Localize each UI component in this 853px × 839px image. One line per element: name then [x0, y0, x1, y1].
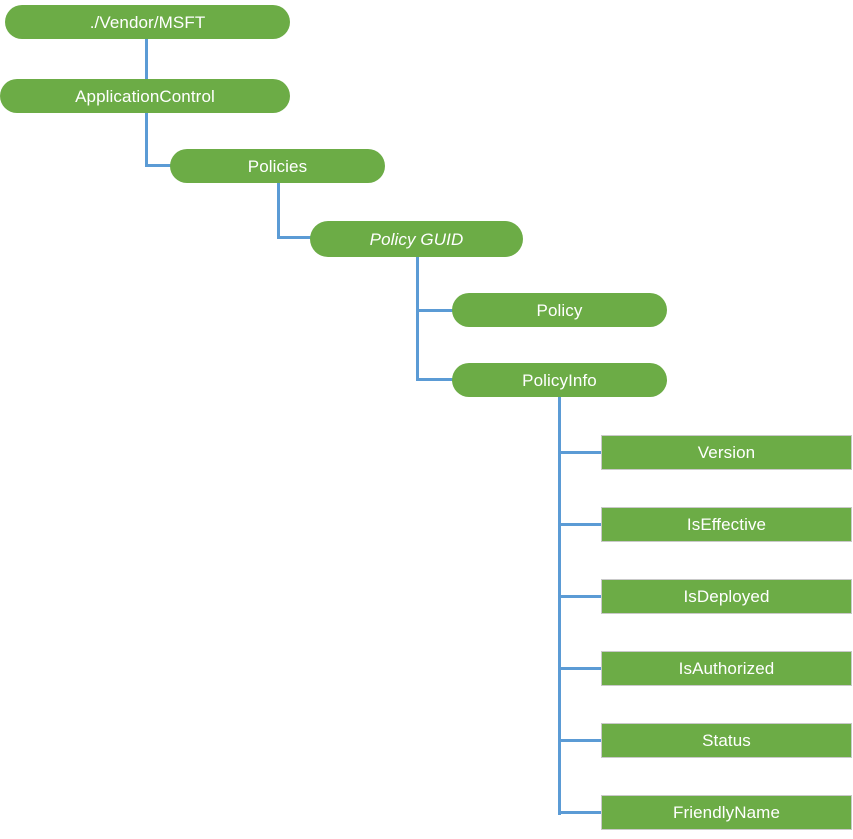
tree-node-friendly-name: FriendlyName	[601, 795, 852, 830]
connector-seg-policyinfo-to-isdeployed	[558, 595, 604, 598]
connector-seg-policyinfo-to-iseffective	[558, 523, 604, 526]
tree-node-label: Policy	[536, 300, 583, 320]
tree-node-policy: Policy	[452, 293, 667, 327]
connector-seg-policyinfo-to-friendlyname	[558, 811, 604, 814]
tree-node-version: Version	[601, 435, 852, 470]
tree-node-label: ApplicationControl	[75, 86, 215, 106]
tree-node-label: Policy GUID	[369, 229, 464, 249]
tree-node-policies: Policies	[170, 149, 385, 183]
connector-seg-vendor-to-appcontrol	[145, 39, 148, 80]
tree-node-label: IsEffective	[686, 515, 767, 534]
tree-node-application-control: ApplicationControl	[0, 79, 290, 113]
tree-node-label: ./Vendor/MSFT	[89, 12, 206, 32]
tree-node-label: IsAuthorized	[678, 659, 775, 678]
connector-seg-appcontrol-to-policies	[145, 164, 173, 167]
connector-seg-policyinfo-to-isauthorized	[558, 667, 604, 670]
connector-seg-policyinfo-to-version	[558, 451, 604, 454]
connector-seg-guid-to-policy	[416, 309, 455, 312]
connector-seg-policyinfo-trunk	[558, 397, 561, 815]
connector-seg-guid-trunk	[416, 257, 419, 381]
tree-node-vendor-msft: ./Vendor/MSFT	[5, 5, 290, 39]
tree-node-is-effective: IsEffective	[601, 507, 852, 542]
connector-seg-policies-trunk	[277, 183, 280, 238]
connector-seg-policies-to-guid	[277, 236, 313, 239]
tree-node-is-deployed: IsDeployed	[601, 579, 852, 614]
tree-node-label: IsDeployed	[683, 587, 770, 606]
tree-node-status: Status	[601, 723, 852, 758]
tree-node-label: Status	[702, 731, 751, 750]
tree-node-label: PolicyInfo	[522, 370, 597, 390]
tree-node-is-authorized: IsAuthorized	[601, 651, 852, 686]
tree-node-label: Version	[697, 443, 756, 462]
tree-node-label: FriendlyName	[672, 803, 780, 822]
tree-node-label: Policies	[247, 156, 308, 176]
connector-seg-appcontrol-trunk	[145, 113, 148, 167]
tree-node-policy-info: PolicyInfo	[452, 363, 667, 397]
connector-seg-guid-to-policyinfo	[416, 378, 455, 381]
connector-seg-policyinfo-to-status	[558, 739, 604, 742]
tree-node-policy-guid: Policy GUID	[310, 221, 523, 257]
